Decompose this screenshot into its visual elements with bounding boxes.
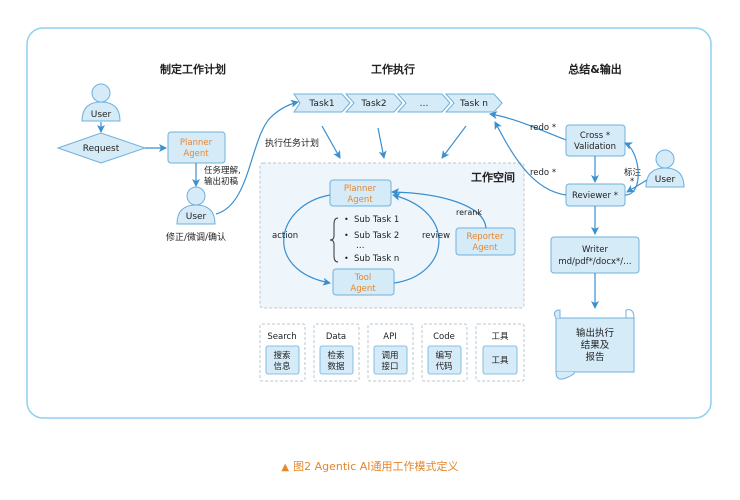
arrow-redo-top — [489, 111, 567, 141]
arrow-taskn-workspace — [441, 125, 467, 159]
subtask-brace — [329, 217, 339, 263]
arrow-reporter-planner-rerank — [391, 188, 487, 229]
tool-search: Search 搜索 信息 — [259, 323, 306, 382]
figure-caption: ▲图2 Agentic AI通用工作模式定义 — [0, 458, 740, 474]
user-top-node: User — [81, 83, 121, 122]
label-annotate-star: * — [630, 177, 634, 187]
cross-validation-node: Cross * Validation — [565, 124, 626, 157]
arrow-redo-mid — [494, 121, 567, 196]
tool-agent-ws: Tool Agent — [332, 268, 395, 296]
section-title-summary: 总结&输出 — [568, 62, 622, 76]
tool-code-body-2: 代码 — [435, 361, 452, 372]
tool-data-body-2: 数据 — [327, 361, 345, 372]
subtask-bullet-1: • — [344, 215, 349, 224]
arrow-user-reviewer — [626, 179, 648, 193]
tool-search-body-2: 信息 — [273, 361, 291, 372]
output-line2: 结果及 — [581, 339, 610, 351]
task-understand-line1: 任务理解, — [204, 165, 241, 176]
output-scroll: 输出执行 结果及 报告 — [553, 309, 635, 380]
reporter-agent-ws: Reporter Agent — [455, 227, 516, 256]
redo-top-label: redo * — [530, 123, 556, 133]
writer-line1: Writer — [582, 245, 608, 255]
tool-code: Code 编写 代码 — [421, 323, 468, 382]
tool-ws-line2: Agent — [350, 284, 376, 294]
cross-line2: Validation — [574, 142, 616, 152]
task-2: Task2 — [344, 93, 403, 113]
tool-generic-title: 工具 — [491, 332, 509, 342]
tool-api-body-2: 接口 — [381, 361, 398, 372]
review-label: review — [422, 231, 450, 241]
reviewer-node: Reviewer * — [565, 183, 626, 207]
workspace-title: 工作空间 — [471, 170, 515, 184]
request-label: Request — [83, 144, 120, 154]
task-ellipsis: … — [396, 93, 451, 113]
tool-generic: 工具 工具 — [475, 323, 525, 382]
workspace-box — [259, 162, 525, 309]
redo-mid-label: redo * — [530, 168, 556, 178]
tool-generic-body-1: 工具 — [491, 356, 509, 366]
tool-data-body-1: 检索 — [327, 350, 344, 361]
task-understand-line2: 输出初稿 — [204, 176, 239, 187]
subtask-n: Sub Task n — [354, 254, 399, 264]
arrow-planner-tool-action — [283, 194, 331, 286]
caption-text: 图2 Agentic AI通用工作模式定义 — [293, 460, 459, 473]
cross-line1: Cross * — [580, 131, 610, 141]
tool-data: Data 检索 数据 — [313, 323, 360, 382]
output-line3: 报告 — [585, 351, 604, 363]
task-1: Task1 — [293, 93, 351, 113]
subtask-2: Sub Task 2 — [354, 231, 399, 241]
reporter-ws-line1: Reporter — [467, 232, 504, 242]
section-title-plan: 制定工作计划 — [160, 62, 226, 76]
planner-ws-line1: Planner — [344, 184, 377, 194]
reviewer-label: Reviewer * — [572, 191, 618, 201]
arrow-task2-workspace — [377, 127, 387, 159]
tool-search-title: Search — [267, 332, 296, 342]
tool-ws-line1: Tool — [354, 273, 372, 283]
user-top-label: User — [91, 110, 112, 120]
task-ellipsis-label: … — [420, 99, 429, 109]
writer-line2: md/pdf*/docx*/… — [558, 257, 631, 267]
tool-api: API 调用 接口 — [367, 323, 414, 382]
planner-agent-left: Planner Agent — [167, 131, 226, 164]
subtask-ellipsis: … — [356, 241, 365, 251]
user-right-node: User — [645, 149, 685, 188]
tool-data-title: Data — [326, 332, 346, 342]
planner-left-line2: Agent — [183, 149, 209, 159]
arrow-user-tasks — [215, 99, 299, 215]
task-n-label: Task n — [459, 99, 488, 109]
task-2-label: Task2 — [360, 99, 386, 109]
tool-api-body-1: 调用 — [381, 351, 398, 361]
user-bottom-label: User — [186, 212, 207, 222]
subtask-bullet-2: • — [344, 231, 349, 240]
action-label: action — [272, 231, 298, 241]
task-1-label: Task1 — [308, 99, 334, 109]
arrow-task1-workspace — [321, 125, 341, 159]
task-n: Task n — [444, 93, 503, 113]
tool-search-body-1: 搜索 — [273, 350, 290, 361]
caption-marker-icon: ▲ — [281, 462, 290, 473]
subtask-1: Sub Task 1 — [354, 215, 399, 225]
exec-plan-label: 执行任务计划 — [265, 137, 319, 149]
planner-ws-line2: Agent — [347, 195, 373, 205]
label-annotate: 标注 — [624, 167, 642, 178]
planner-left-line1: Planner — [180, 138, 213, 148]
rerank-label: rerank — [456, 208, 482, 217]
revise-label: 修正/微调/确认 — [166, 231, 226, 243]
reporter-ws-line2: Agent — [472, 243, 498, 253]
writer-node: Writer md/pdf*/docx*/… — [550, 236, 640, 274]
subtask-bullet-n: • — [344, 254, 349, 263]
output-line1: 输出执行 — [576, 327, 615, 339]
planner-agent-ws: Planner Agent — [329, 179, 392, 207]
user-right-label: User — [655, 175, 676, 185]
tool-code-body-1: 编写 — [435, 350, 452, 361]
section-title-execute: 工作执行 — [371, 62, 415, 76]
tool-code-title: Code — [433, 332, 455, 342]
user-bottom-node: User — [176, 186, 216, 225]
tool-api-title: API — [383, 332, 396, 342]
arrow-reviewer-loop — [624, 142, 639, 196]
arrow-tool-planner-review — [392, 192, 440, 284]
